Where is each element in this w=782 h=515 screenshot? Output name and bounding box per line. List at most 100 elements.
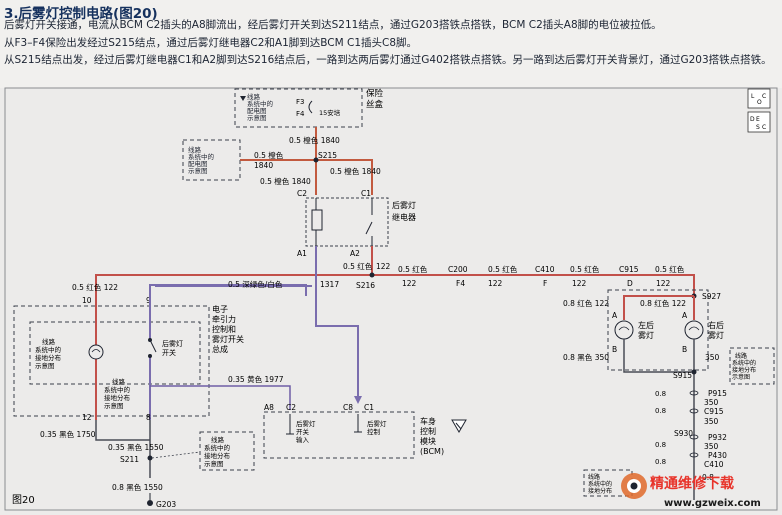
backlight-lamp bbox=[88, 344, 104, 360]
connector-c410: C410 bbox=[535, 265, 555, 274]
switch-label: 后雾灯 bbox=[162, 339, 183, 348]
relay-switch bbox=[365, 198, 373, 246]
wire-label: 0.8 bbox=[655, 458, 666, 466]
ground-note-4-box bbox=[729, 347, 775, 385]
bcm-input-symbol bbox=[286, 414, 294, 435]
fuse-pin-f3: F3 bbox=[296, 98, 304, 106]
wire-label: 0.8 bbox=[655, 390, 666, 398]
lamp-filament bbox=[618, 326, 630, 331]
rear-fog-switch-symbol bbox=[148, 338, 157, 358]
svg-text:输入: 输入 bbox=[296, 435, 310, 444]
svg-text:C: C bbox=[762, 93, 766, 100]
ground-note-4: 线路 系统中的 接地分布 示意图 bbox=[732, 352, 756, 381]
wire-label: 122 bbox=[572, 279, 587, 288]
power-note: 线路 系统中的 配电图 示意图 bbox=[188, 145, 215, 175]
wire-label: 122 bbox=[376, 262, 391, 271]
section-title: 3.后雾灯控制电路(图20) bbox=[4, 6, 158, 22]
ground-note-3: 线路 系统中的 接地分布 示意图 bbox=[204, 435, 231, 468]
bcm-pin-a8: A8 bbox=[264, 403, 274, 412]
svg-text:350: 350 bbox=[704, 417, 719, 426]
svg-text:C410: C410 bbox=[704, 460, 724, 469]
diagram-frame bbox=[4, 87, 778, 511]
wire-label: 0.8 黑色 350 bbox=[563, 352, 609, 362]
svg-text:P430: P430 bbox=[708, 451, 727, 460]
svg-text:系统中的: 系统中的 bbox=[188, 152, 215, 161]
wire-label: 0.35 黑色 1550 bbox=[108, 442, 164, 452]
svg-text:C: C bbox=[762, 124, 766, 131]
header: 3.后雾灯控制电路(图20) 后雾灯开关接通，电流从BCM C2插头的A8脚流出… bbox=[0, 0, 782, 88]
relay-pin-c1: C1 bbox=[361, 189, 371, 198]
wire-label: 0.5 橙色 1840 bbox=[289, 135, 340, 145]
ground-g203-icon bbox=[147, 493, 153, 506]
rear-fog-lamps-box bbox=[607, 289, 709, 371]
svg-text:线路: 线路 bbox=[112, 377, 126, 386]
switch-label: 开关 bbox=[162, 348, 176, 357]
fuse-amp: 15安培 bbox=[319, 108, 341, 117]
wire-label: 0.5 红色 122 bbox=[72, 282, 118, 292]
bcm-control-symbol bbox=[354, 414, 362, 433]
fuse-box-note: 线路 系统中的 配电图 示意图 bbox=[247, 92, 274, 122]
right-lamp-label: 雾灯 bbox=[708, 330, 724, 340]
svg-text:线路: 线路 bbox=[42, 337, 56, 346]
ground-note-5: 线路 系统中的 接地分布 bbox=[588, 473, 612, 495]
svg-text:0.8: 0.8 bbox=[702, 473, 714, 482]
svg-text:控制和: 控制和 bbox=[212, 324, 236, 334]
lamp-pin: B bbox=[682, 345, 687, 354]
svg-text:接地分布: 接地分布 bbox=[588, 487, 612, 495]
relay-pin-a1: A1 bbox=[297, 249, 307, 258]
svg-text:系统中的: 系统中的 bbox=[247, 99, 274, 108]
bcm-pin-c1: C1 bbox=[364, 403, 374, 412]
bcm-label: 车身 控制 模块 (BCM) bbox=[420, 416, 444, 456]
svg-text:配电图: 配电图 bbox=[247, 106, 267, 115]
wire-label: 0.8 黑色 1550 bbox=[112, 482, 163, 492]
svg-text:350: 350 bbox=[704, 442, 719, 451]
wire-label: 0.5 橙色 1840 bbox=[260, 176, 311, 186]
fuse-symbol bbox=[308, 100, 313, 114]
splice-label: S216 bbox=[356, 281, 375, 290]
relay-pin-a2: A2 bbox=[350, 249, 360, 258]
connector-f: F bbox=[543, 279, 547, 288]
wire-label: 0.35 黄色 1977 bbox=[228, 374, 284, 384]
svg-text:S: S bbox=[756, 124, 760, 131]
svg-text:接地分布: 接地分布 bbox=[732, 366, 756, 374]
ground-connector-chain: P915 350 C915 350 S930 P932 350 P430 C41… bbox=[674, 389, 727, 482]
splice-s216 bbox=[369, 272, 375, 278]
svg-text:O: O bbox=[757, 99, 762, 106]
lamp-pin: A bbox=[682, 311, 688, 320]
wire-label: 122 bbox=[402, 279, 417, 288]
svg-text:雾灯开关: 雾灯开关 bbox=[212, 334, 244, 344]
switch-assembly bbox=[13, 305, 210, 417]
svg-text:车身: 车身 bbox=[420, 416, 436, 426]
switch-assembly-title: 电子 牵引力 控制和 雾灯开关 总成 bbox=[212, 304, 244, 354]
svg-text:控制: 控制 bbox=[420, 426, 436, 436]
watermark-url: www.gzweix.com bbox=[664, 498, 761, 509]
wire-label: 1317 bbox=[320, 280, 339, 289]
note-pointer bbox=[151, 451, 201, 459]
left-lamp-label: 雾灯 bbox=[638, 330, 654, 340]
ground-note-2: 线路 系统中的 接地分布 示意图 bbox=[104, 377, 131, 410]
ground-note-3-box bbox=[199, 431, 255, 471]
description-paragraph: 后雾灯开关接通，电流从BCM C2插头的A8脚流出，经后雾灯开关到达S211结点… bbox=[4, 19, 662, 31]
description-paragraph: 从F3–F4保险出发经过S215结点，通过后雾灯继电器C2和A1脚到达BCM C… bbox=[4, 37, 418, 49]
orange-wires bbox=[240, 127, 373, 195]
svg-text:示意图: 示意图 bbox=[35, 361, 55, 370]
svg-text:示意图: 示意图 bbox=[188, 166, 208, 175]
relay-pin-c2: C2 bbox=[297, 189, 307, 198]
svg-text:后雾灯: 后雾灯 bbox=[367, 419, 387, 428]
wire-label: 0.5 红色 bbox=[655, 264, 685, 274]
svg-text:系统中的: 系统中的 bbox=[732, 359, 756, 367]
connector-c915: C915 bbox=[619, 265, 639, 274]
right-lamp-label: 右后 bbox=[708, 320, 724, 330]
splice-label: S927 bbox=[702, 292, 721, 301]
pin-8: 8 bbox=[146, 413, 151, 422]
fuse-box bbox=[234, 88, 363, 128]
svg-text:P915: P915 bbox=[708, 389, 727, 398]
arrow-icon bbox=[354, 396, 362, 404]
splice-label: S915 bbox=[673, 371, 692, 380]
wire-label: 0.5 红色 bbox=[343, 261, 373, 271]
yellow-wire bbox=[150, 385, 291, 410]
splice-s915 bbox=[691, 369, 697, 375]
bcm-pin-c2: C2 bbox=[286, 403, 296, 412]
svg-text:P932: P932 bbox=[708, 433, 727, 442]
svg-text:开关: 开关 bbox=[296, 427, 310, 436]
